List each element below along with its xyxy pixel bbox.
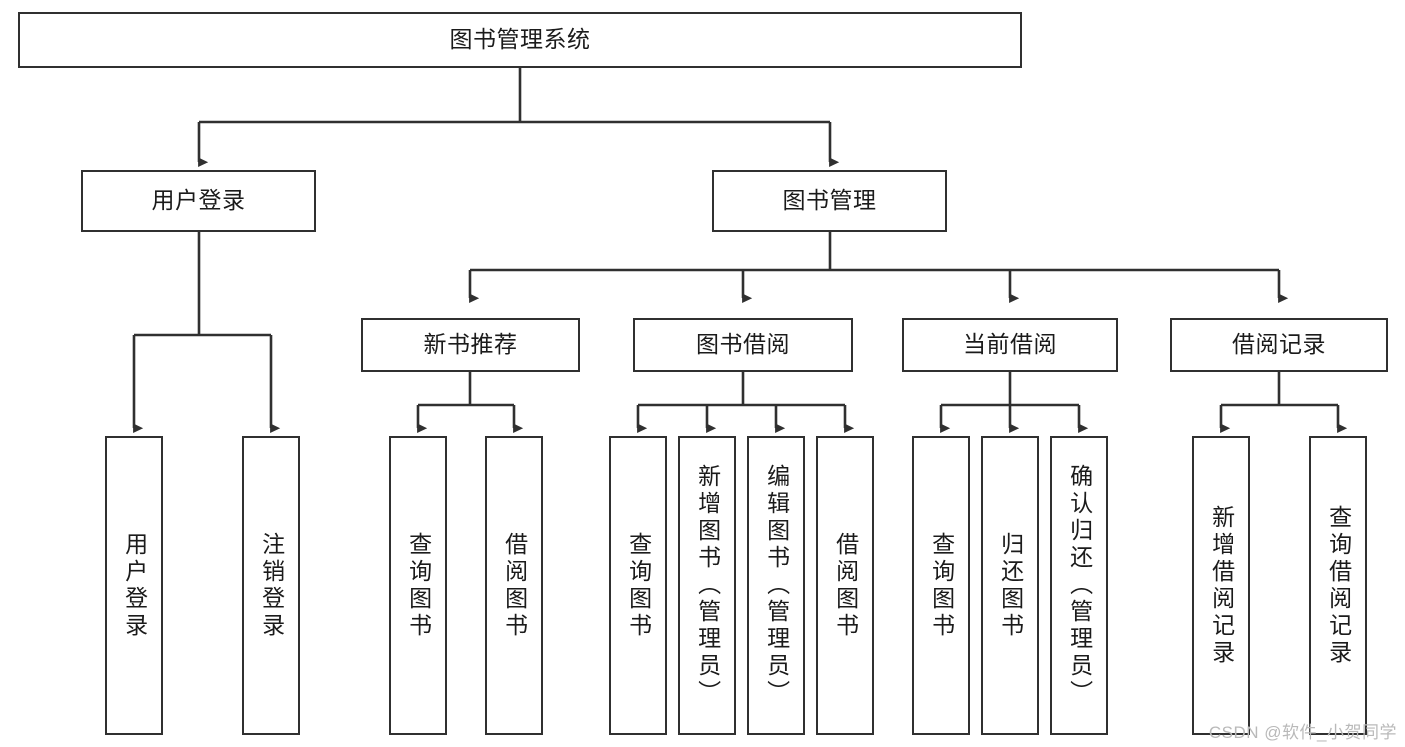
node-leaf-query-book-2-label: 查询图书: [625, 531, 652, 640]
node-borrow-record-label: 借阅记录: [1232, 331, 1326, 358]
node-leaf-user-login[interactable]: 用户登录: [105, 436, 163, 735]
node-user-login[interactable]: 用户登录: [81, 170, 316, 232]
node-leaf-query-book-3-label: 查询图书: [928, 531, 955, 640]
node-book-manage-label: 图书管理: [782, 187, 877, 214]
node-leaf-user-login-label: 用户登录: [121, 531, 148, 640]
node-new-book-rec[interactable]: 新书推荐: [361, 318, 580, 372]
node-leaf-query-record[interactable]: 查询借阅记录: [1309, 436, 1367, 735]
node-leaf-return-book[interactable]: 归还图书: [981, 436, 1039, 735]
node-book-borrow-label: 图书借阅: [696, 331, 790, 358]
node-leaf-confirm-return[interactable]: 确认归还（管理员）: [1050, 436, 1108, 735]
node-root[interactable]: 图书管理系统: [18, 12, 1022, 68]
node-leaf-query-book-1-label: 查询图书: [405, 531, 432, 640]
node-user-login-label: 用户登录: [151, 187, 246, 214]
node-leaf-borrow-book-2-label: 借阅图书: [832, 531, 859, 640]
node-new-book-rec-label: 新书推荐: [423, 331, 518, 358]
csdn-watermark: CSDN @软件_小贺同学: [1208, 723, 1397, 742]
node-leaf-logout[interactable]: 注销登录: [242, 436, 300, 735]
node-leaf-confirm-return-label: 确认归还（管理员）: [1066, 464, 1093, 707]
node-leaf-edit-book-label: 编辑图书（管理员）: [763, 464, 790, 707]
node-leaf-borrow-book-1[interactable]: 借阅图书: [485, 436, 543, 735]
node-leaf-add-record-label: 新增借阅记录: [1208, 504, 1235, 667]
node-leaf-query-book-3[interactable]: 查询图书: [912, 436, 970, 735]
node-current-borrow-label: 当前借阅: [963, 331, 1057, 358]
node-borrow-record[interactable]: 借阅记录: [1170, 318, 1388, 372]
node-book-manage[interactable]: 图书管理: [712, 170, 947, 232]
node-leaf-return-book-label: 归还图书: [997, 531, 1024, 640]
node-leaf-query-book-1[interactable]: 查询图书: [389, 436, 447, 735]
node-leaf-add-book[interactable]: 新增图书（管理员）: [678, 436, 736, 735]
node-root-label: 图书管理系统: [449, 26, 591, 53]
node-leaf-query-book-2[interactable]: 查询图书: [609, 436, 667, 735]
node-leaf-add-record[interactable]: 新增借阅记录: [1192, 436, 1250, 735]
node-leaf-logout-label: 注销登录: [258, 531, 285, 640]
node-leaf-borrow-book-1-label: 借阅图书: [501, 531, 528, 640]
node-leaf-add-book-label: 新增图书（管理员）: [694, 464, 721, 707]
node-leaf-edit-book[interactable]: 编辑图书（管理员）: [747, 436, 805, 735]
node-leaf-query-record-label: 查询借阅记录: [1325, 504, 1352, 667]
node-leaf-borrow-book-2[interactable]: 借阅图书: [816, 436, 874, 735]
node-current-borrow[interactable]: 当前借阅: [902, 318, 1118, 372]
node-book-borrow[interactable]: 图书借阅: [633, 318, 853, 372]
